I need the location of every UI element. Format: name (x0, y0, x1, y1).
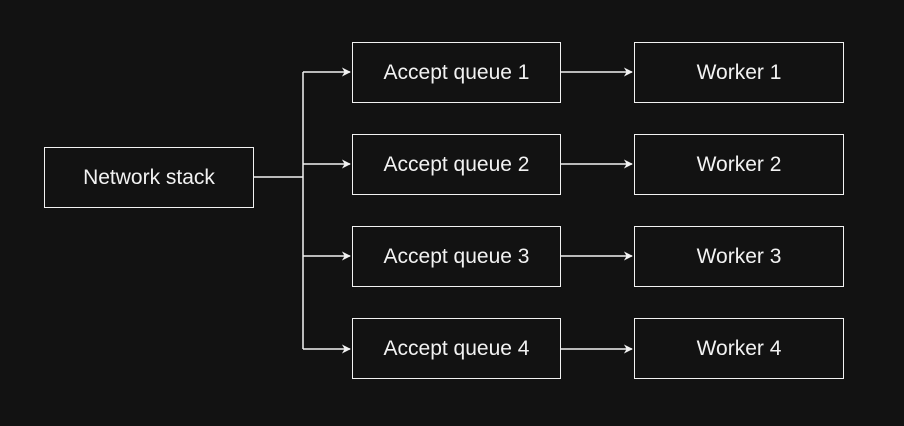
accept-queue-2-label: Accept queue 2 (383, 152, 530, 176)
accept-queue-4-node: Accept queue 4 (352, 318, 561, 379)
accept-queue-1-label: Accept queue 1 (383, 60, 530, 84)
accept-queue-1-node: Accept queue 1 (352, 42, 561, 103)
accept-queue-3-label: Accept queue 3 (383, 244, 530, 268)
worker-1-node: Worker 1 (634, 42, 844, 103)
worker-4-node: Worker 4 (634, 318, 844, 379)
worker-2-node: Worker 2 (634, 134, 844, 195)
accept-queue-3-node: Accept queue 3 (352, 226, 561, 287)
worker-1-label: Worker 1 (696, 60, 782, 84)
worker-3-label: Worker 3 (696, 244, 782, 268)
worker-2-label: Worker 2 (696, 152, 782, 176)
network-stack-label: Network stack (83, 165, 215, 189)
network-stack-node: Network stack (44, 147, 254, 208)
worker-3-node: Worker 3 (634, 226, 844, 287)
accept-queue-2-node: Accept queue 2 (352, 134, 561, 195)
accept-queue-4-label: Accept queue 4 (383, 336, 530, 360)
worker-4-label: Worker 4 (696, 336, 782, 360)
